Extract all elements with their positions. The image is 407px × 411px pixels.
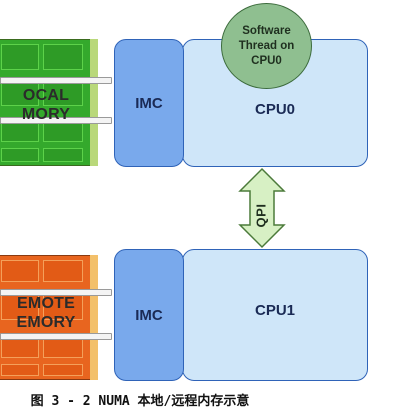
memory-cell (1, 122, 39, 142)
memory-edge (90, 255, 98, 380)
local-memory-module (0, 39, 98, 166)
memory-cell (43, 260, 83, 282)
memory-bus-rail (0, 77, 112, 84)
memory-cell (43, 364, 83, 376)
imc0-label: IMC (135, 94, 163, 112)
imc1-box: IMC (114, 249, 184, 381)
software-thread-circle: Software Thread on CPU0 (221, 3, 312, 89)
software-thread-label: Software Thread on CPU0 (238, 24, 295, 67)
imc1-label: IMC (135, 306, 163, 324)
memory-cell (1, 364, 39, 376)
memory-bus-rail (0, 289, 112, 296)
cpu0-label: CPU0 (254, 101, 295, 118)
memory-bus-rail (0, 117, 112, 124)
cpu1-box: CPU1 (182, 249, 368, 381)
local-memory-label: OCAL MORY (21, 87, 71, 123)
cpu1-label: CPU1 (254, 302, 295, 319)
memory-cell (1, 260, 39, 282)
qpi-label: QPI (253, 203, 269, 228)
imc0-box: IMC (114, 39, 184, 167)
memory-cell (43, 44, 83, 70)
memory-bus-rail (0, 333, 112, 340)
figure-caption: 图 3 - 2 NUMA 本地/远程内存示意 (30, 394, 250, 409)
memory-cell (1, 148, 39, 162)
memory-cell (43, 148, 83, 162)
memory-cell (43, 294, 83, 320)
memory-edge (90, 39, 98, 166)
memory-cell (1, 44, 39, 70)
memory-cell (43, 122, 83, 142)
qpi-arrow (238, 167, 286, 249)
remote-memory-module (0, 255, 98, 380)
memory-cell (1, 80, 39, 106)
remote-memory-label: EMOTE EMORY (16, 295, 76, 331)
memory-cell (1, 294, 39, 320)
